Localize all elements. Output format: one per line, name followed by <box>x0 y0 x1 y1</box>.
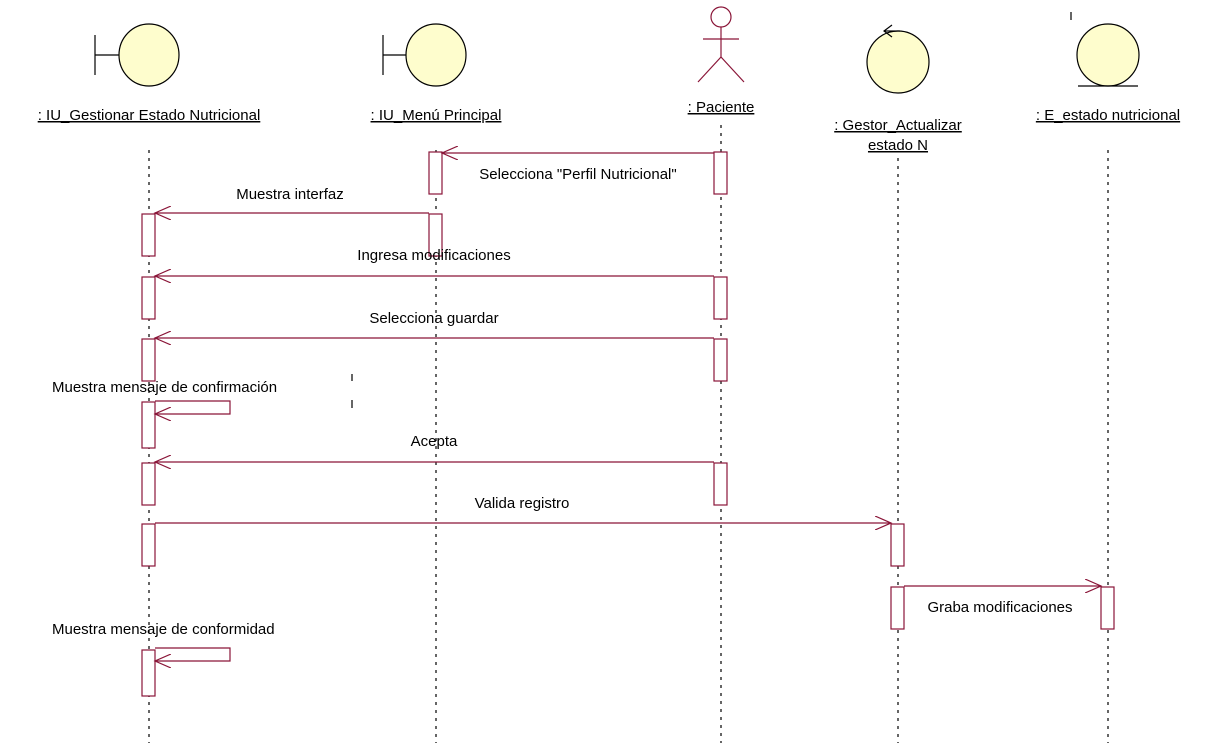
activation-bar <box>890 523 905 567</box>
activation-bar <box>890 586 905 630</box>
activation-bar <box>141 213 156 257</box>
message-graba-modificaciones[interactable]: Graba modificaciones <box>904 586 1101 616</box>
message-label: Muestra interfaz <box>236 186 344 203</box>
participant-label: : IU_Menú Principal <box>371 107 502 124</box>
activation-bar <box>713 338 728 382</box>
message-muestra-conformidad[interactable]: Muestra mensaje de conformidad <box>52 621 275 661</box>
participant-label: : E_estado nutricional <box>1036 107 1180 124</box>
activation-bar <box>141 276 156 320</box>
activation-bar <box>141 338 156 382</box>
participant-gestor-actualizar[interactable]: : Gestor_Actualizar estado N <box>834 24 962 154</box>
activation-bar <box>141 462 156 506</box>
activation-bar <box>428 151 443 195</box>
message-label: Selecciona guardar <box>369 310 498 327</box>
participant-label: : Gestor_Actualizar <box>834 117 962 134</box>
activation-bar <box>1100 586 1115 630</box>
activation-bar <box>141 401 156 449</box>
message-label: Muestra mensaje de conformidad <box>52 621 275 638</box>
message-muestra-confirmacion[interactable]: Muestra mensaje de confirmación <box>52 374 353 414</box>
participant-e-estado-nutricional[interactable]: : E_estado nutricional <box>1036 12 1180 124</box>
boundary-icon <box>382 23 467 87</box>
actor-icon <box>697 6 745 83</box>
message-label: Valida registro <box>475 495 570 512</box>
message-selecciona-perfil[interactable]: Selecciona "Perfil Nutricional" <box>442 153 714 183</box>
participant-label-line-2: estado N <box>868 137 928 154</box>
message-label: Selecciona "Perfil Nutricional" <box>479 166 676 183</box>
message-label: Acepta <box>411 433 458 450</box>
activation-bar <box>141 649 156 697</box>
activation-bar <box>428 213 443 257</box>
message-acepta[interactable]: Acepta <box>155 433 714 462</box>
participant-iu-menu-principal[interactable]: : IU_Menú Principal <box>371 23 502 124</box>
activation-bar <box>713 462 728 506</box>
entity-icon <box>1070 12 1140 87</box>
control-icon <box>866 24 930 94</box>
activation-bar <box>713 276 728 320</box>
message-label: Graba modificaciones <box>927 599 1072 616</box>
participant-iu-gestionar-estado-nutricional[interactable]: : IU_Gestionar Estado Nutricional <box>38 23 261 124</box>
activations <box>141 151 1115 697</box>
message-label: Ingresa modificaciones <box>357 247 510 264</box>
message-ingresa-modificaciones[interactable]: Ingresa modificaciones <box>155 247 714 276</box>
message-valida-registro[interactable]: Valida registro <box>155 495 891 523</box>
participant-label: : IU_Gestionar Estado Nutricional <box>38 107 261 124</box>
message-selecciona-guardar[interactable]: Selecciona guardar <box>155 310 714 338</box>
participant-paciente[interactable]: : Paciente <box>688 6 755 116</box>
boundary-icon <box>94 23 180 87</box>
participant-label: : Paciente <box>688 99 755 116</box>
messages: Selecciona "Perfil Nutricional" Muestra … <box>52 153 1101 661</box>
activation-bar <box>141 523 156 567</box>
activation-bar <box>713 151 728 195</box>
message-label: Muestra mensaje de confirmación <box>52 379 277 396</box>
message-muestra-interfaz[interactable]: Muestra interfaz <box>155 186 429 213</box>
lifelines <box>148 125 1109 743</box>
